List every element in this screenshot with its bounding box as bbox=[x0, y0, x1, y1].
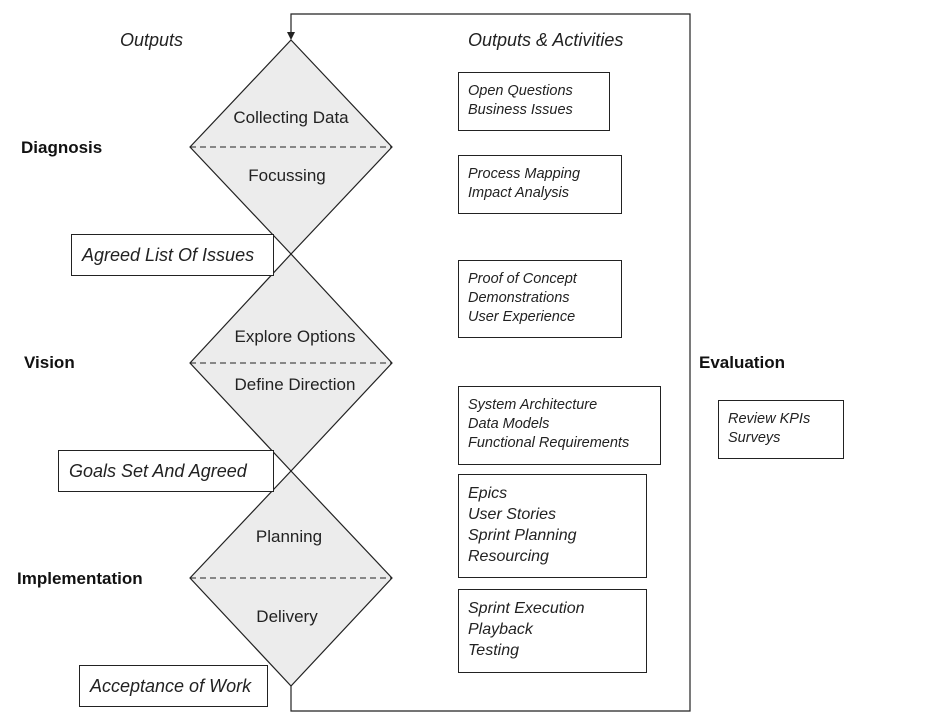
feedback-loop-connector bbox=[290, 13, 691, 712]
outputs-activities-header: Outputs & Activities bbox=[468, 30, 624, 50]
output-box-goals-set: Goals Set And Agreed bbox=[58, 450, 274, 492]
phase-label-diagnosis: Diagnosis bbox=[21, 138, 103, 157]
activity-line: Open Questions bbox=[468, 83, 573, 99]
activity-line: Testing bbox=[468, 642, 519, 659]
activity-box-vision-define: System Architecture Data Models Function… bbox=[458, 386, 661, 465]
activity-box-implementation-delivery: Sprint Execution Playback Testing bbox=[458, 589, 647, 673]
activity-box-diagnosis-focus: Process Mapping Impact Analysis bbox=[458, 155, 622, 214]
output-label: Acceptance of Work bbox=[90, 675, 252, 696]
activity-line: Impact Analysis bbox=[468, 185, 569, 201]
activity-box-implementation-planning: Epics User Stories Sprint Planning Resou… bbox=[458, 474, 647, 578]
activity-line: Sprint Planning bbox=[468, 527, 577, 544]
activity-line: Functional Requirements bbox=[468, 435, 630, 451]
activity-line: Business Issues bbox=[468, 102, 573, 118]
activity-line: User Stories bbox=[468, 506, 557, 523]
evaluation-box: Review KPIs Surveys bbox=[718, 400, 844, 459]
activity-line: Playback bbox=[468, 621, 533, 638]
activity-line: User Experience bbox=[468, 309, 576, 325]
activity-line: Demonstrations bbox=[468, 290, 570, 306]
output-box-acceptance: Acceptance of Work bbox=[79, 665, 268, 707]
activity-line: Epics bbox=[468, 485, 508, 502]
activity-line: Sprint Execution bbox=[468, 600, 585, 617]
feedback-arrowhead bbox=[287, 32, 295, 40]
activity-box-vision-explore: Proof of Concept Demonstrations User Exp… bbox=[458, 260, 622, 338]
stage-planning: Planning bbox=[255, 527, 323, 546]
evaluation-line: Review KPIs bbox=[728, 411, 811, 427]
stage-collecting-data: Collecting Data bbox=[233, 108, 349, 127]
evaluation-line: Surveys bbox=[728, 430, 781, 446]
output-label: Goals Set And Agreed bbox=[69, 460, 247, 481]
stage-explore-options: Explore Options bbox=[234, 327, 356, 346]
output-label: Agreed List Of Issues bbox=[82, 244, 255, 265]
phase-label-vision: Vision bbox=[24, 353, 75, 372]
activity-box-diagnosis-data: Open Questions Business Issues bbox=[458, 72, 610, 131]
activity-line: Resourcing bbox=[468, 548, 549, 565]
activity-line: Proof of Concept bbox=[468, 271, 577, 287]
phase-label-evaluation: Evaluation bbox=[699, 353, 785, 372]
phase-label-implementation: Implementation bbox=[17, 569, 143, 588]
stage-delivery: Delivery bbox=[256, 607, 318, 626]
outputs-header: Outputs bbox=[120, 30, 184, 50]
activity-line: Process Mapping bbox=[468, 166, 581, 182]
activity-line: System Architecture bbox=[468, 397, 598, 413]
activity-line: Data Models bbox=[468, 416, 550, 432]
stage-define-direction: Define Direction bbox=[234, 375, 356, 394]
output-box-agreed-list: Agreed List Of Issues bbox=[71, 234, 274, 276]
stage-focussing: Focussing bbox=[248, 166, 326, 185]
